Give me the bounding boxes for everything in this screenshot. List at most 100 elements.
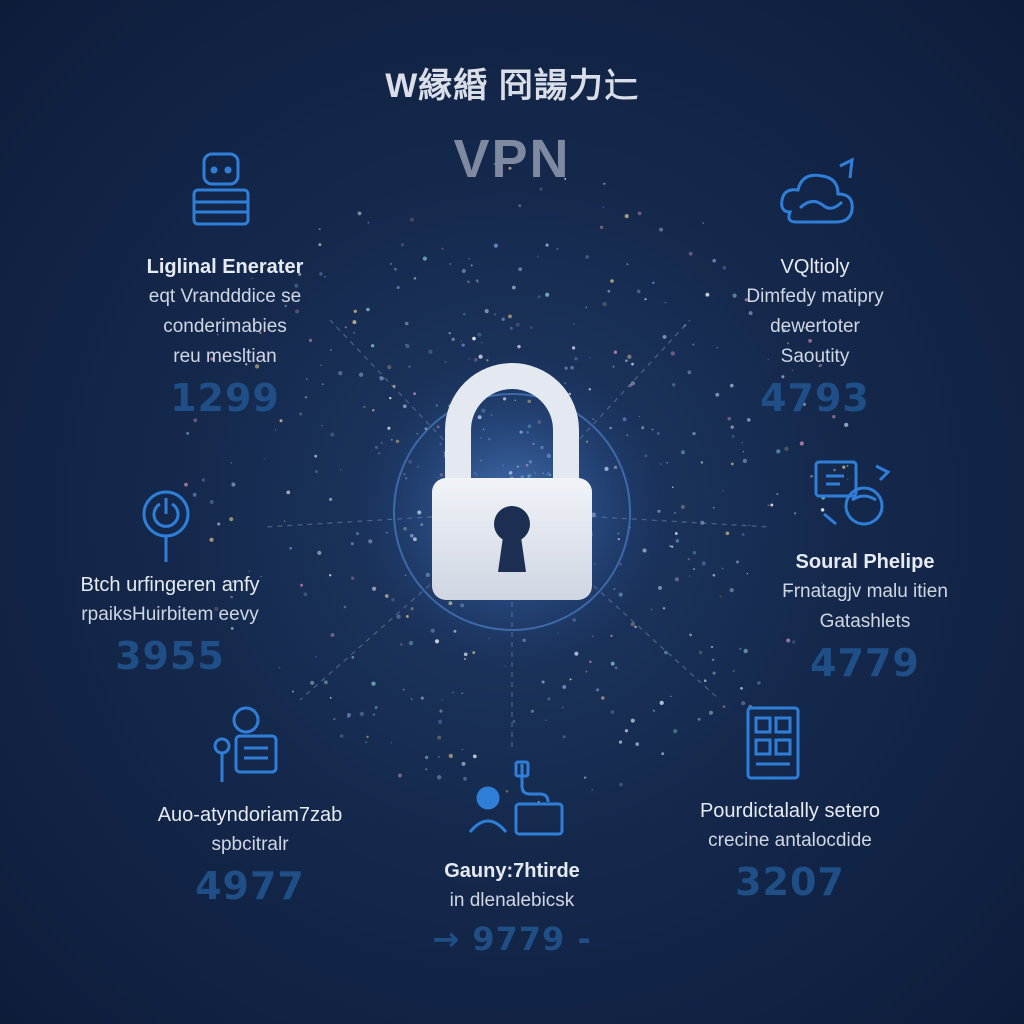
particle-dot (673, 729, 678, 734)
padlock-icon (432, 363, 592, 600)
particle-dot (274, 429, 277, 431)
particle-dot (607, 289, 611, 293)
particle-dot (476, 281, 479, 284)
particle-dot (472, 754, 477, 759)
particle-dot (716, 347, 718, 349)
particle-dot (742, 458, 748, 464)
feature-bottom-left: Auo-atyndoriam7zab spbcitralr 4977 (110, 800, 390, 908)
particle-dot (688, 251, 693, 256)
feature-heading: VQltioly (780, 256, 850, 278)
particle-dot (808, 338, 813, 343)
particle-dot (259, 331, 262, 334)
particle-dot (541, 680, 545, 684)
particle-dot (664, 301, 667, 304)
particle-dot (461, 343, 465, 347)
particle-dot (367, 221, 370, 224)
particle-dot (698, 650, 703, 655)
particle-dot (359, 711, 365, 717)
particle-dot (708, 710, 714, 715)
lock-ring (393, 393, 631, 631)
particle-dot (702, 222, 705, 224)
particle-dot (470, 264, 473, 267)
particle-dot (712, 671, 716, 675)
particle-dot (353, 309, 357, 313)
particle-dot (802, 402, 807, 406)
particle-dot (722, 705, 726, 708)
particle-dot (614, 666, 618, 670)
particle-dot (744, 298, 748, 302)
particle-dot (631, 362, 634, 366)
particle-dot (463, 776, 467, 781)
particle-dot (422, 256, 427, 261)
particle-dot (437, 775, 442, 780)
particle-dot (344, 326, 347, 329)
particle-dot (842, 465, 846, 469)
particle-dot (722, 490, 724, 492)
cloud-shield-icon (776, 156, 866, 236)
feature-line: reu mesltian (173, 346, 277, 367)
particle-dot (209, 500, 214, 504)
particle-dot (448, 753, 453, 759)
particle-dot (231, 406, 234, 410)
particle-dot (330, 349, 332, 351)
particle-dot (372, 408, 375, 412)
feature-heading: Liglinal Enerater (146, 256, 304, 278)
particle-dot (612, 365, 615, 368)
particle-dot (732, 669, 735, 672)
particle-dot (732, 293, 737, 298)
particle-dot (664, 650, 668, 655)
particle-dot (315, 656, 317, 658)
particle-dot (652, 709, 655, 712)
particle-dot (628, 383, 633, 388)
particle-dot (389, 262, 393, 266)
feature-number: 4793 (760, 376, 870, 420)
particle-dot (449, 263, 452, 265)
feature-line: Gatashlets (819, 611, 911, 632)
particle-dot (719, 595, 722, 598)
particle-dot (692, 550, 697, 555)
particle-dot (583, 776, 587, 779)
particle-dot (363, 405, 366, 409)
feature-number: → 9779 - (432, 920, 592, 958)
particle-dot (602, 301, 607, 307)
particle-dot (448, 331, 451, 335)
particle-dot (279, 419, 283, 423)
particle-dot (556, 247, 559, 250)
particle-dot (413, 277, 417, 280)
particle-dot (353, 332, 355, 334)
particle-dot (680, 450, 686, 455)
particle-dot (781, 328, 786, 333)
particle-dot (201, 478, 205, 482)
particle-dot (400, 243, 405, 247)
particle-dot (748, 311, 753, 316)
particle-dot (740, 686, 743, 690)
particle-dot (230, 595, 233, 599)
particle-dot (437, 755, 440, 759)
particle-dot (284, 304, 288, 308)
remote-user-icon (462, 758, 574, 842)
particle-dot (230, 462, 232, 464)
particle-dot (511, 285, 516, 290)
particle-dot (193, 418, 198, 423)
particle-dot (294, 283, 299, 288)
particle-dot (263, 457, 266, 460)
feature-line: Frnatagjv malu itien (782, 581, 948, 602)
particle-dot (493, 162, 496, 166)
particle-dot (254, 364, 260, 369)
particle-dot (818, 365, 821, 368)
particle-dot (672, 383, 676, 387)
particle-dot (776, 493, 779, 496)
particle-dot (298, 272, 302, 276)
particle-dot (683, 325, 685, 328)
particle-dot (319, 272, 323, 276)
particle-dot (662, 334, 667, 339)
particle-dot (339, 469, 342, 471)
particle-dot (461, 761, 466, 766)
particle-dot (627, 354, 632, 359)
particle-dot (624, 214, 629, 219)
particle-dot (463, 313, 466, 316)
feature-heading: Gauny:7htirde (444, 860, 580, 882)
particle-dot (466, 280, 470, 284)
page-title: W縁緍 冏諹力辷 (385, 67, 639, 105)
particle-dot (601, 696, 605, 700)
